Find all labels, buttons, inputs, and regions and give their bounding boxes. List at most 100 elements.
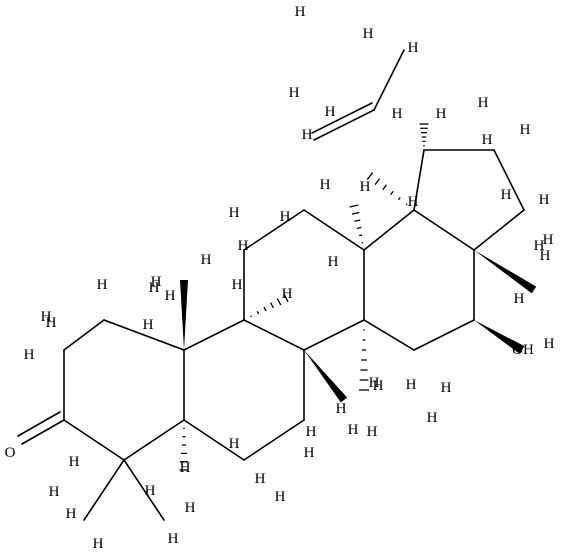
bond	[303, 319, 365, 351]
bond	[123, 459, 165, 521]
hydrogen-atom-label: H	[539, 192, 550, 208]
bond	[413, 209, 475, 251]
bond	[63, 419, 125, 461]
hash-bond-stroke	[382, 184, 388, 191]
hydrogen-atom-label: H	[478, 95, 489, 111]
hydrogen-atom-label: H	[201, 252, 212, 268]
bond	[243, 419, 305, 461]
bond	[373, 49, 405, 111]
bond	[183, 419, 245, 461]
wedge-layer	[179, 123, 537, 471]
wedge-bond	[180, 280, 188, 350]
hydrogen-atom-label: H	[408, 40, 419, 56]
hydrogen-atom-label: H	[229, 205, 240, 221]
hydrogen-atom-label: H	[534, 238, 545, 254]
hydrogen-atom-label: H	[49, 484, 60, 500]
hydrogen-atom-label: H	[69, 454, 80, 470]
hydrogen-atom-label: H	[255, 471, 266, 487]
hash-bond-stroke	[359, 234, 363, 237]
hash-bond-stroke	[351, 211, 360, 215]
hydrogen-atom-label: H	[185, 500, 196, 516]
hydrogen-atom-label: H	[544, 336, 555, 352]
hydrogen-atom-label: H	[229, 436, 240, 452]
hydrogen-atom-label: H	[232, 277, 243, 293]
hash-bond-stroke	[366, 172, 374, 180]
hydrogen-atom-label: H	[325, 104, 336, 120]
bond	[103, 319, 185, 351]
hydrogen-atom-label: H	[97, 277, 108, 293]
hydrogen-atom-label: H	[93, 536, 104, 552]
hydrogen-atom-label: H	[408, 194, 419, 210]
bond	[83, 459, 125, 521]
hash-bond-stroke	[276, 298, 282, 306]
hydrogen-atom-label: H	[180, 460, 191, 476]
hydrogen-atom-label: H	[360, 179, 371, 195]
hydrogen-atom-label: H	[363, 26, 374, 42]
bond	[473, 209, 525, 251]
hash-bond-stroke	[356, 226, 362, 230]
double-bond-line	[311, 102, 373, 134]
hash-bond-stroke	[283, 293, 289, 303]
hydrogen-atom-label: H	[145, 483, 156, 499]
hydrogen-atom-label: H	[406, 377, 417, 393]
hash-bond-stroke	[263, 306, 267, 312]
hydrogen-atom-label: H	[306, 424, 317, 440]
hydrogen-atom-label: H	[427, 410, 438, 426]
bond-layer	[17, 49, 525, 521]
bond	[303, 209, 365, 251]
hydrogen-atom-label: H	[282, 286, 293, 302]
hydrogen-atom-label: H	[367, 424, 378, 440]
wedge-bond	[304, 350, 348, 403]
hydrogen-atom-label: H	[168, 531, 179, 547]
hash-bond-stroke	[390, 190, 394, 196]
hash-bond-stroke	[397, 197, 401, 201]
hydrogen-atom-label: H	[336, 401, 347, 417]
bond	[243, 209, 305, 251]
wedge-bond	[474, 250, 537, 294]
hydrogen-atom-label: H	[304, 445, 315, 461]
hydrogen-atom-label: H	[165, 288, 176, 304]
bond	[363, 209, 415, 251]
hydrogen-atom-label: H	[280, 209, 291, 225]
hydrogen-atom-label: H	[149, 280, 160, 296]
hydrogen-atom-label: H	[441, 380, 452, 396]
hash-bond-stroke	[405, 203, 408, 206]
hydrogen-atom-label: H	[41, 309, 52, 325]
hydrogen-atom-label: H	[46, 315, 57, 331]
carbonyl-bond	[17, 411, 61, 437]
hydrogen-atom-label: H	[320, 177, 331, 193]
hash-bond-stroke	[256, 311, 260, 315]
hash-bond-stroke	[349, 204, 359, 208]
bond	[413, 319, 475, 351]
bond	[123, 419, 185, 461]
hydrogen-atom-label: H	[514, 291, 525, 307]
carbonyl-bond	[21, 419, 65, 445]
hydrogen-atom-label: H	[348, 422, 359, 438]
carbonyl-oxygen-label: O	[5, 445, 16, 461]
hydrogen-atom-label: H	[295, 4, 306, 20]
hydrogen-atom-label: H	[289, 85, 300, 101]
hydrogen-atom-label: H	[392, 106, 403, 122]
hydrogen-atom-label: H	[540, 248, 551, 264]
hydrogen-atom-label: H	[143, 317, 154, 333]
hydrogen-atom-label: H	[24, 347, 35, 363]
hydrogen-atom-label: H	[151, 274, 162, 290]
bond	[313, 109, 375, 141]
hydrogen-atom-label: H	[328, 254, 339, 270]
hash-bond-stroke	[354, 219, 361, 222]
hash-bond-stroke	[374, 178, 381, 186]
bond	[63, 319, 105, 351]
hydrogen-atom-label: H	[302, 127, 313, 143]
hydrogen-atom-label: H	[482, 132, 493, 148]
hydrogen-atom-label: H	[543, 232, 554, 248]
hydrogen-atom-label: H	[369, 375, 380, 391]
hydroxyl-group-label: OH	[512, 342, 534, 358]
bond	[363, 319, 415, 351]
hydrogen-atom-label: H	[520, 122, 531, 138]
hydrogen-atom-label: H	[501, 187, 512, 203]
hydrogen-atom-label: H	[238, 238, 249, 254]
wedge-bond	[474, 320, 525, 354]
